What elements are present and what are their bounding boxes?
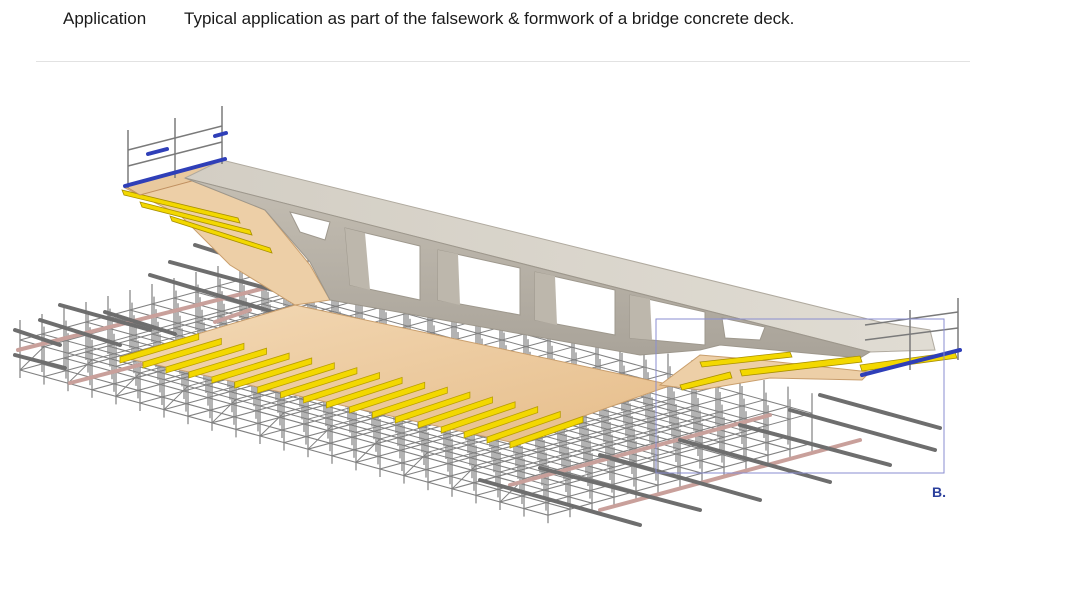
scaffold-tube — [67, 359, 93, 384]
timber-beam — [509, 415, 584, 449]
longitudinal-tubes — [13, 243, 942, 527]
timber-beam — [280, 367, 358, 399]
timber-beam — [349, 381, 426, 414]
scaffold-tube — [451, 386, 717, 460]
timber-beam — [234, 357, 313, 389]
timber-beam — [257, 362, 335, 394]
scaffold-tube — [19, 297, 285, 371]
scaffold-tube — [427, 409, 693, 483]
box-girder-cell-shadows — [345, 228, 652, 340]
timber-beam — [394, 391, 471, 424]
scaffold-tube — [259, 412, 285, 437]
scaffold-tube — [163, 385, 189, 410]
scaffold-tube — [403, 451, 429, 476]
timber-beam — [463, 406, 539, 439]
detail-callout-label: B. — [932, 484, 946, 500]
detail-callout-box — [655, 318, 945, 474]
timber-beams — [119, 333, 584, 449]
timber-beam — [165, 342, 245, 374]
left-guardrail — [127, 106, 223, 188]
scaffold-tube — [475, 392, 741, 466]
scaffold-tube — [499, 399, 765, 473]
scaffold-tube — [403, 403, 669, 477]
timber-beam — [119, 333, 200, 364]
scaffold-tube — [211, 399, 237, 424]
timber-beam — [326, 376, 403, 409]
header-divider — [36, 61, 970, 62]
caption-description: Typical application as part of the false… — [184, 9, 795, 28]
timber-beam — [371, 386, 448, 419]
scaffold-tube — [451, 465, 477, 490]
timber-beam — [142, 337, 222, 369]
bridge-falsework-illustration — [13, 106, 962, 527]
caption-label: Application — [63, 9, 147, 28]
timber-beam — [211, 352, 290, 384]
timber-beam — [440, 401, 516, 434]
scaffold-tube — [451, 416, 717, 490]
scaffold-tube — [307, 425, 333, 450]
left-guardrail-blue — [123, 131, 228, 188]
timber-beam — [417, 396, 493, 429]
scaffold-tube — [115, 372, 141, 397]
scaffold-tube — [547, 412, 813, 486]
timber-beam — [303, 371, 380, 404]
timber-beam — [188, 347, 267, 379]
timber-beam — [486, 410, 561, 444]
left-platform-beams — [121, 189, 273, 254]
scaffold-tube — [355, 438, 381, 463]
